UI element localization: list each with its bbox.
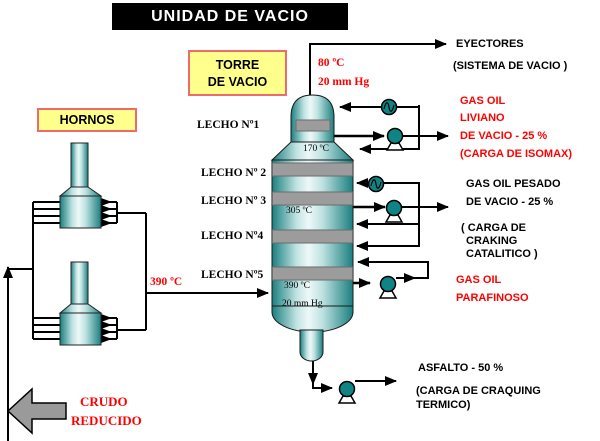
bottoms-pump-suction <box>312 382 333 393</box>
pumps <box>337 98 405 404</box>
lvgo-label-4: (CARGA DE ISOMAX) <box>460 148 573 160</box>
asfalto-label-2: (CARGA DE CRAQUING <box>416 385 541 397</box>
hvgo-label-3: ( CARGA DE <box>461 222 526 234</box>
lvgo-label-1: GAS OIL <box>460 95 506 107</box>
hornos-label: HORNOS <box>37 108 137 132</box>
furnaces <box>58 142 103 346</box>
bed-2 <box>272 162 353 177</box>
hvgo-label-1: GAS OIL PESADO <box>466 178 561 190</box>
bed-4 <box>272 229 353 244</box>
top-reflux-pump-symbol <box>380 98 398 116</box>
parafinoso-label-1: GAS OIL <box>456 274 502 286</box>
bottom-pumparound-pump-symbol <box>378 275 398 299</box>
lvgo-label-2: LIVIANO <box>460 112 505 124</box>
bed-5 <box>272 266 353 281</box>
crudo-label-1: CRUDO <box>80 394 128 409</box>
lvgo-label-3: DE VACIO - 25 % <box>460 130 548 142</box>
torre-de-vacio-label: TORRE DE VACIO <box>188 50 287 96</box>
crudo-label-2: REDUCIDO <box>71 413 142 428</box>
hvgo-pump-symbol <box>384 199 404 223</box>
bed-3 <box>272 191 353 206</box>
lower-furnace <box>58 261 103 346</box>
overhead-temp: 80 ºC <box>318 57 345 69</box>
page-title: UNIDAD DE VACIO <box>112 3 348 30</box>
mid-reflux-pump-symbol <box>367 175 385 193</box>
lvgo-pump-symbol <box>385 127 405 151</box>
bed-label-5: LECHO Nº5 <box>201 269 264 281</box>
tower-temp-bottom: 390 ºC <box>284 281 310 291</box>
asfalto-label-1: ASFALTO - 50 % <box>418 362 504 374</box>
eyectores-label: EYECTORES <box>456 38 524 50</box>
overhead-vapor-line <box>309 39 447 95</box>
asfalto-label-3: TERMICO) <box>416 399 471 411</box>
eyectores-sublabel: (SISTEMA DE VACIO ) <box>453 60 568 72</box>
tower-pressure-bottom: 20 mm Hg <box>282 299 323 309</box>
hvgo-label-5: CATALITICO ) <box>466 248 538 260</box>
upper-furnace <box>58 142 103 229</box>
vacuum-tower <box>270 94 355 362</box>
furnace-outlet-temp: 390 ºC <box>150 276 183 288</box>
bed-label-3: LECHO Nº 3 <box>201 195 267 207</box>
bottom-return-line <box>357 257 429 279</box>
furnace-tube-arrows <box>101 198 112 343</box>
hvgo-label-2: DE VACIO - 25 % <box>466 196 554 208</box>
tower-dome <box>290 94 335 143</box>
hvgo-label-4: CRAKING <box>466 235 518 247</box>
tower-bottom-head <box>271 305 354 333</box>
bed-label-2: LECHO Nº 2 <box>201 167 267 179</box>
bed-label-4: LECHO Nº4 <box>201 230 264 242</box>
overhead-pressure: 20 mm Hg <box>318 76 370 88</box>
crude-reducido-arrow <box>6 387 67 435</box>
bed-1 <box>295 119 331 132</box>
tower-temp-top: 170 ºC <box>303 144 329 154</box>
tower-temp-mid: 305 ºC <box>286 206 312 216</box>
asphalt-pump-symbol <box>337 380 357 404</box>
torre-label-line1: TORRE <box>215 58 260 72</box>
tower-bottom-nozzle <box>299 329 324 362</box>
parafinoso-label-2: PARAFINOSO <box>456 292 529 304</box>
torre-label-line2: DE VACIO <box>207 75 268 89</box>
bed-label-1: LECHO Nº1 <box>197 119 260 131</box>
